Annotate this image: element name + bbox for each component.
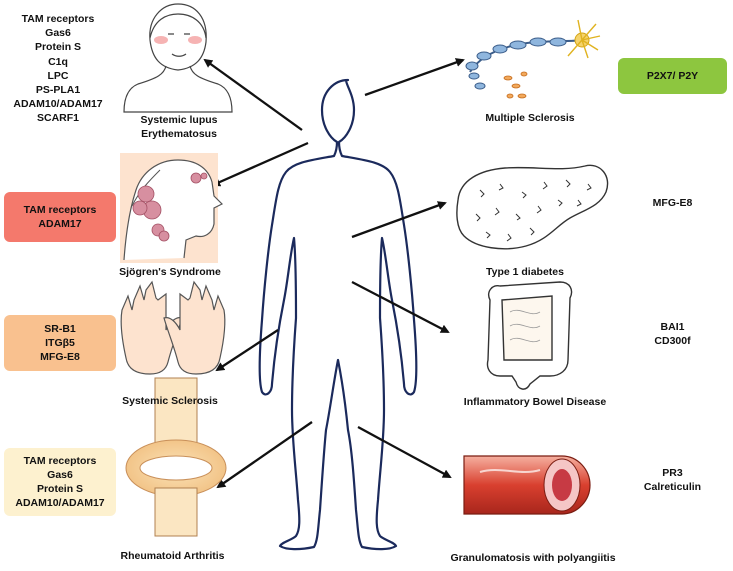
disease-label-line: Systemic lupus xyxy=(140,114,218,126)
molecule-label: Gas6 xyxy=(47,468,73,481)
human-body-outline xyxy=(258,78,418,551)
molecule-label: ADAM17 xyxy=(38,218,82,230)
molecule-label: PS-PLA1 xyxy=(35,83,81,96)
sle-molecule-list: TAM receptors Gas6 Protein S C1q LPC PS-… xyxy=(8,12,108,125)
disease-label-ms: Multiple Sclerosis xyxy=(485,112,575,124)
molecule-label: BAI1 xyxy=(660,321,685,333)
molecule-label: SR-B1 xyxy=(44,322,76,335)
ssc-molecule-box: SR-B1 ITGβ5 MFG-E8 xyxy=(4,315,116,371)
molecule-label: Gas6 xyxy=(45,27,71,40)
molecule-label: MFG-E8 xyxy=(40,351,80,364)
molecule-label: ADAM10/ADAM17 xyxy=(13,98,103,111)
hands-illustration xyxy=(120,280,226,375)
molecule-label: MFG-E8 xyxy=(652,197,693,209)
ra-molecule-box: TAM receptors Gas6 Protein S ADAM10/ADAM… xyxy=(4,448,116,516)
molecule-label: TAM receptors xyxy=(23,203,97,216)
disease-label-ibd: Inflammatory Bowel Disease xyxy=(463,396,607,408)
disease-label-gpa: Granulomatosis with polyangiitis xyxy=(450,552,616,564)
sjogren-face-illustration xyxy=(120,153,224,263)
molecule-label: LPC xyxy=(47,69,69,82)
pancreas-illustration xyxy=(456,164,609,250)
arrow-to-ra xyxy=(216,421,313,489)
disease-label-t1d: Type 1 diabetes xyxy=(485,266,564,278)
arrow-to-gpa xyxy=(357,425,452,479)
arrow-to-sle xyxy=(203,58,303,131)
molecule-label: SCARF1 xyxy=(36,112,79,125)
ms-neuron-illustration xyxy=(465,19,601,99)
disease-label-ssc: Systemic Sclerosis xyxy=(122,395,218,407)
disease-label-sjogren: Sjögren's Syndrome xyxy=(119,266,221,278)
molecule-label: C1q xyxy=(48,55,68,68)
molecule-label: TAM receptors xyxy=(21,13,95,25)
molecule-label: CD300f xyxy=(654,335,691,348)
knee-joint-illustration xyxy=(125,377,227,537)
arrows xyxy=(203,58,465,489)
sjogren-molecule-box: TAM receptors ADAM17 xyxy=(4,192,116,242)
arrow-to-sjogren xyxy=(211,141,309,187)
arrow-to-ssc xyxy=(215,329,279,372)
disease-label-sle: Systemic lupus Erythematosus xyxy=(120,114,238,141)
disease-label-line: Erythematosus xyxy=(141,127,217,140)
molecule-label: PR3 xyxy=(662,467,683,479)
arrow-to-ms xyxy=(364,58,465,97)
arrow-to-t1d xyxy=(351,201,447,239)
molecule-label: ADAM10/ADAM17 xyxy=(15,497,105,510)
molecule-label: ITGβ5 xyxy=(45,336,75,349)
t1d-molecule-list: MFG-E8 xyxy=(618,196,727,210)
blood-vessel-illustration xyxy=(463,455,591,515)
intestine-illustration xyxy=(486,281,573,390)
molecule-label: Calreticulin xyxy=(643,481,702,494)
disease-label-ra: Rheumatoid Arthritis xyxy=(120,550,225,562)
molecule-label: Protein S xyxy=(34,41,82,54)
molecule-label: P2X7/ P2Y xyxy=(646,69,699,82)
gpa-molecule-list: PR3 Calreticulin xyxy=(618,466,727,494)
ibd-molecule-list: BAI1 CD300f xyxy=(618,320,727,348)
arrow-to-ibd xyxy=(351,280,450,334)
ms-molecule-box: P2X7/ P2Y xyxy=(618,58,727,94)
molecule-label: TAM receptors xyxy=(23,454,97,467)
sle-face-illustration xyxy=(123,3,233,113)
molecule-label: Protein S xyxy=(36,483,84,495)
